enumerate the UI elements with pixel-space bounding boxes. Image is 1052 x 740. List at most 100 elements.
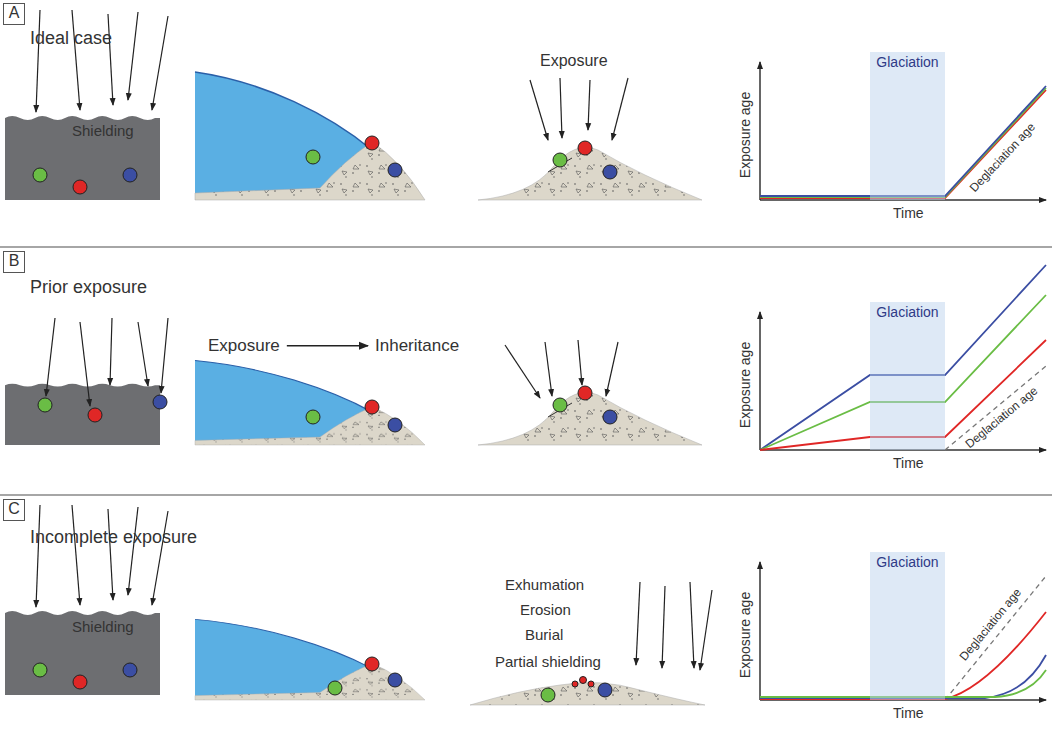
- moraine-mound: [470, 682, 705, 705]
- bedrock-block: [5, 611, 160, 695]
- sample-boulder: [88, 408, 102, 422]
- panel-separator: [0, 494, 1052, 496]
- bedrock-block: [5, 116, 160, 200]
- sample-boulder: [588, 681, 594, 687]
- cosmic-ray: [505, 345, 540, 398]
- cosmic-ray: [152, 16, 168, 110]
- sample-boulder: [33, 136, 617, 194]
- chart-axis: [759, 562, 761, 700]
- cosmic-ray: [128, 12, 138, 100]
- band-title: Glaciation: [870, 554, 945, 570]
- cosmic-ray: [560, 78, 562, 138]
- panel-text: Exhumation: [505, 576, 584, 593]
- panel-text: Time: [893, 205, 924, 221]
- sample-boulder: [73, 180, 87, 194]
- moraine-mound: [478, 147, 702, 200]
- panel-text: Exposure: [540, 52, 608, 70]
- panel-text: Time: [893, 705, 924, 721]
- band-title: Glaciation: [870, 54, 945, 70]
- bedrock-block: [5, 384, 160, 445]
- sample-boulder: [73, 675, 87, 689]
- cosmic-ray: [588, 80, 590, 130]
- cosmic-ray: [612, 78, 628, 140]
- moraine-mound: [478, 147, 702, 200]
- band-title: Glaciation: [870, 304, 945, 320]
- stage-text: Inheritance: [375, 336, 459, 356]
- glaciation-band: Glaciation: [870, 302, 945, 450]
- panel-text: Prior exposure: [30, 277, 147, 298]
- sample-boulder: [388, 163, 402, 177]
- stage-text: Exposure: [208, 336, 280, 356]
- panel-separator: [0, 247, 1052, 495]
- chart-axis: [759, 62, 761, 200]
- cosmic-ray: [110, 318, 112, 385]
- moraine-mound: [470, 682, 705, 705]
- sample-boulder: [388, 673, 402, 687]
- cosmic-ray: [36, 10, 40, 112]
- sample-boulder: [306, 410, 320, 424]
- stage-arrow: [287, 345, 368, 346]
- exposure-curve: [945, 576, 1046, 700]
- cosmic-ray: [46, 318, 55, 396]
- panel-text: Shielding: [72, 618, 134, 635]
- axis-label: Exposure age: [737, 592, 753, 678]
- glacier-moraine: [195, 619, 425, 700]
- sample-boulder: [123, 168, 137, 182]
- axis-label: Exposure age: [737, 92, 753, 178]
- axis-label: Deglaciation age: [957, 586, 1025, 664]
- moraine-mound: [478, 392, 702, 445]
- glacier-moraine: [195, 361, 425, 445]
- cosmic-ray: [108, 14, 113, 105]
- glacier-moraine: [195, 361, 425, 445]
- moraine-mound: [478, 392, 702, 445]
- cosmic-ray: [690, 582, 694, 668]
- exposure-curve: [760, 295, 1046, 450]
- glaciation-band: Glaciation: [870, 552, 945, 700]
- panel-letter: C: [4, 500, 24, 518]
- sample-boulder: [388, 418, 402, 432]
- exposure-curve: [945, 366, 1046, 450]
- cosmic-ray: [138, 322, 148, 386]
- sample-boulder: [578, 386, 592, 400]
- cosmic-ray: [36, 10, 628, 140]
- sample-boulder: [603, 410, 617, 424]
- sample-boulder: [541, 688, 555, 702]
- sample-boulder: [553, 398, 567, 412]
- glacier-moraine: [195, 619, 425, 700]
- panel-text: Shielding: [72, 122, 134, 139]
- glaciation-band: Glaciation: [870, 52, 945, 200]
- cosmic-ray: [636, 582, 640, 665]
- sample-boulder: [572, 681, 578, 687]
- panel-text: Burial: [525, 626, 563, 643]
- sample-boulder: [328, 681, 342, 695]
- axis-label: Exposure age: [737, 342, 753, 428]
- panel-letter-box: A: [3, 3, 25, 25]
- glacier-moraine: [195, 72, 425, 200]
- cosmic-ray: [578, 340, 582, 385]
- cosmic-ray: [700, 590, 712, 670]
- sample-boulder: [598, 683, 612, 697]
- chart-axis: [759, 312, 761, 450]
- cosmic-ray: [36, 505, 40, 607]
- panel-letter: A: [4, 4, 24, 22]
- sample-boulder: [306, 150, 320, 164]
- cosmic-ray: [128, 507, 138, 595]
- panel-text: Ideal case: [30, 28, 112, 49]
- cosmic-ray: [545, 342, 552, 396]
- cosmic-ray: [80, 322, 90, 406]
- cosmic-ray: [606, 342, 618, 396]
- cosmic-ray: [662, 586, 665, 668]
- sample-boulder: [38, 398, 52, 412]
- cosmic-ray: [108, 509, 113, 600]
- sample-boulder: [33, 663, 47, 677]
- sample-boulder: [553, 153, 567, 167]
- panel-letter-box: B: [3, 251, 25, 273]
- sample-boulder: [153, 395, 167, 409]
- axis-label: Deglaciation age: [963, 384, 1041, 452]
- sample-boulder: [365, 400, 379, 414]
- sample-boulder: [365, 657, 379, 671]
- bedrock-block: [5, 116, 160, 200]
- sample-boulder: [603, 165, 617, 179]
- bedrock-block: [5, 384, 160, 445]
- sample-boulder: [578, 141, 592, 155]
